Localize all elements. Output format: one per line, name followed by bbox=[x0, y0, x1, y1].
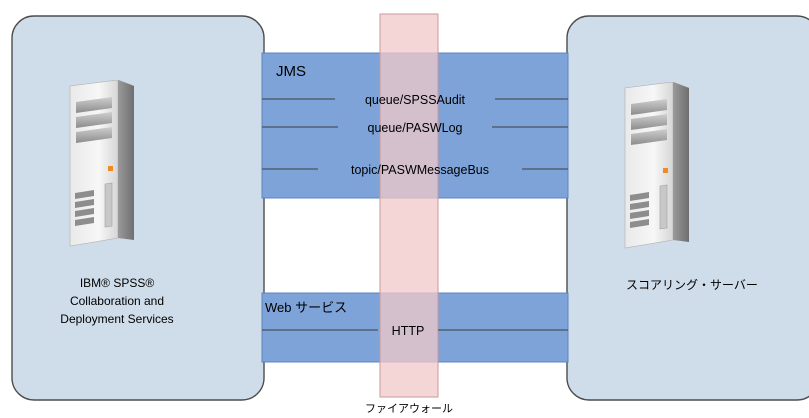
left-server-panel bbox=[11, 15, 265, 401]
firewall-column bbox=[379, 13, 439, 398]
left-server-icon bbox=[69, 80, 135, 247]
right-server-label: スコアリング・サーバー bbox=[626, 278, 758, 292]
right-server-icon bbox=[624, 82, 690, 249]
jms-title: JMS bbox=[276, 63, 306, 80]
firewall-label: ファイアウォール bbox=[365, 402, 453, 415]
channel-pasw-message-bus: topic/PASWMessageBus bbox=[351, 163, 489, 177]
left-server-label-line1: IBM® SPSS® bbox=[80, 276, 155, 290]
left-server-label-line2: Collaboration and bbox=[70, 294, 164, 308]
channel-http: HTTP bbox=[392, 324, 425, 338]
channel-pasw-log: queue/PASWLog bbox=[368, 121, 463, 135]
left-server-label-line3: Deployment Services bbox=[60, 312, 173, 326]
channel-lines bbox=[262, 98, 568, 331]
channel-spss-audit: queue/SPSSAudit bbox=[365, 93, 466, 107]
web-services-title: Web サービス bbox=[265, 300, 347, 315]
